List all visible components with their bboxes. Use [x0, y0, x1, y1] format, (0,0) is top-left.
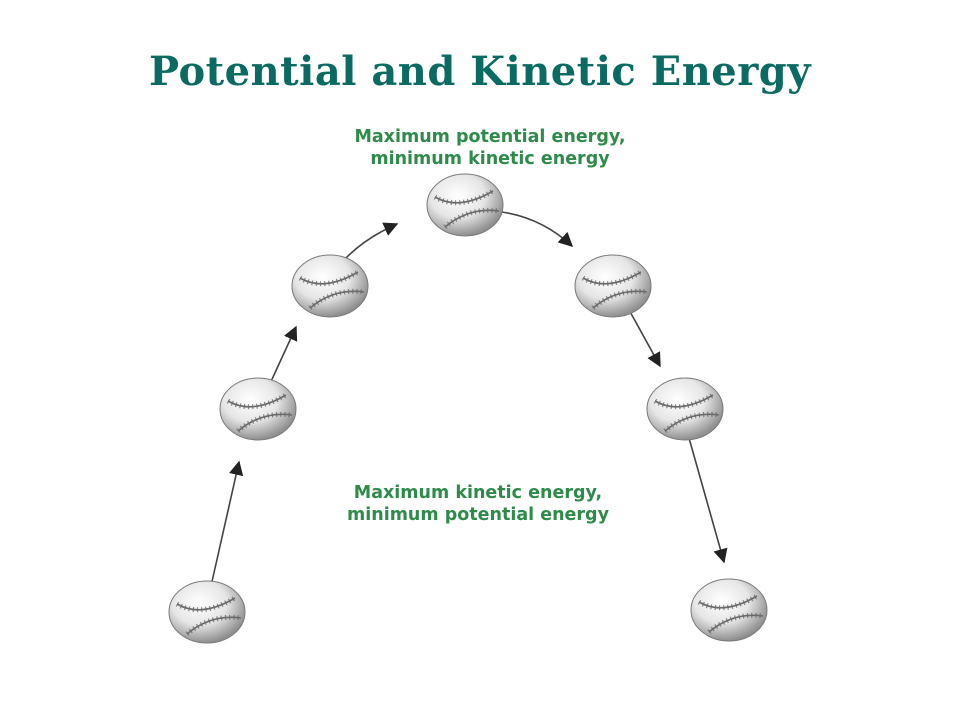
max-kinetic-line2: minimum potential energy — [347, 505, 609, 525]
arrow-icon — [210, 460, 244, 587]
max-kinetic-label: Maximum kinetic energy, minimum potentia… — [288, 482, 668, 526]
max-potential-line1: Maximum potential energy, — [354, 127, 626, 147]
baseball-icon — [427, 174, 503, 236]
slide-title: Potential and Kinetic Energy — [148, 48, 812, 95]
baseball-icon — [691, 579, 767, 641]
baseball-icon — [292, 255, 368, 317]
arrow-icon — [343, 222, 399, 261]
baseball-icon — [575, 255, 651, 317]
max-potential-label: Maximum potential energy, minimum kineti… — [300, 126, 680, 170]
baseball-icon — [169, 581, 245, 643]
max-potential-line2: minimum kinetic energy — [370, 149, 610, 169]
baseball-icon — [647, 378, 723, 440]
max-kinetic-line1: Maximum kinetic energy, — [353, 483, 603, 503]
arrow-icon — [627, 307, 661, 368]
arrow-icon — [501, 211, 574, 247]
arrow-icon — [688, 437, 728, 564]
baseballs — [169, 174, 767, 643]
arrows — [210, 211, 728, 587]
arrow-icon — [267, 325, 298, 389]
baseball-icon — [220, 378, 296, 440]
